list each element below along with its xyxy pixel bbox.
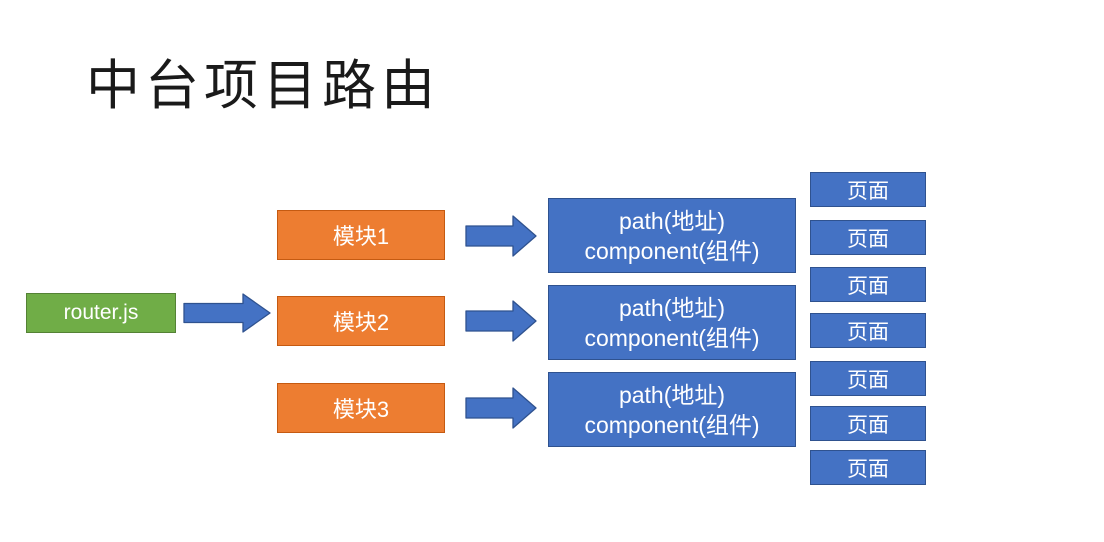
arrow-right-icon bbox=[183, 293, 271, 333]
page-box-6: 页面 bbox=[810, 406, 926, 441]
route-box-2: path(地址) component(组件) bbox=[548, 285, 796, 360]
module-box-1: 模块1 bbox=[277, 210, 445, 260]
page-5-label: 页面 bbox=[847, 368, 889, 392]
route-2-path-label: path(地址) bbox=[618, 294, 726, 321]
router-js-label: router.js bbox=[63, 301, 139, 324]
page-2-label: 页面 bbox=[847, 227, 889, 251]
page-box-1: 页面 bbox=[810, 172, 926, 207]
page-box-5: 页面 bbox=[810, 361, 926, 396]
page-1-label: 页面 bbox=[847, 179, 889, 203]
page-box-2: 页面 bbox=[810, 220, 926, 255]
route-1-path-label: path(地址) bbox=[618, 207, 726, 234]
arrow-right-icon bbox=[465, 300, 537, 342]
page-box-4: 页面 bbox=[810, 313, 926, 348]
module-box-3: 模块3 bbox=[277, 383, 445, 433]
module-2-label: 模块2 bbox=[332, 310, 390, 335]
module-3-label: 模块3 bbox=[332, 397, 390, 422]
module-box-2: 模块2 bbox=[277, 296, 445, 346]
arrow-right-icon bbox=[465, 215, 537, 257]
route-2-component-label: component(组件) bbox=[584, 324, 760, 351]
page-3-label: 页面 bbox=[847, 274, 889, 298]
slide-title: 中台项目路由 bbox=[86, 56, 440, 116]
router-js-box: router.js bbox=[26, 293, 176, 333]
page-box-7: 页面 bbox=[810, 450, 926, 485]
page-7-label: 页面 bbox=[847, 457, 889, 481]
arrow-right-icon bbox=[465, 387, 537, 429]
page-box-3: 页面 bbox=[810, 267, 926, 302]
route-3-path-label: path(地址) bbox=[618, 381, 726, 408]
route-3-component-label: component(组件) bbox=[584, 411, 760, 438]
route-1-component-label: component(组件) bbox=[584, 237, 760, 264]
route-box-3: path(地址) component(组件) bbox=[548, 372, 796, 447]
module-1-label: 模块1 bbox=[332, 224, 390, 249]
page-6-label: 页面 bbox=[847, 413, 889, 437]
page-4-label: 页面 bbox=[847, 320, 889, 344]
route-box-1: path(地址) component(组件) bbox=[548, 198, 796, 273]
